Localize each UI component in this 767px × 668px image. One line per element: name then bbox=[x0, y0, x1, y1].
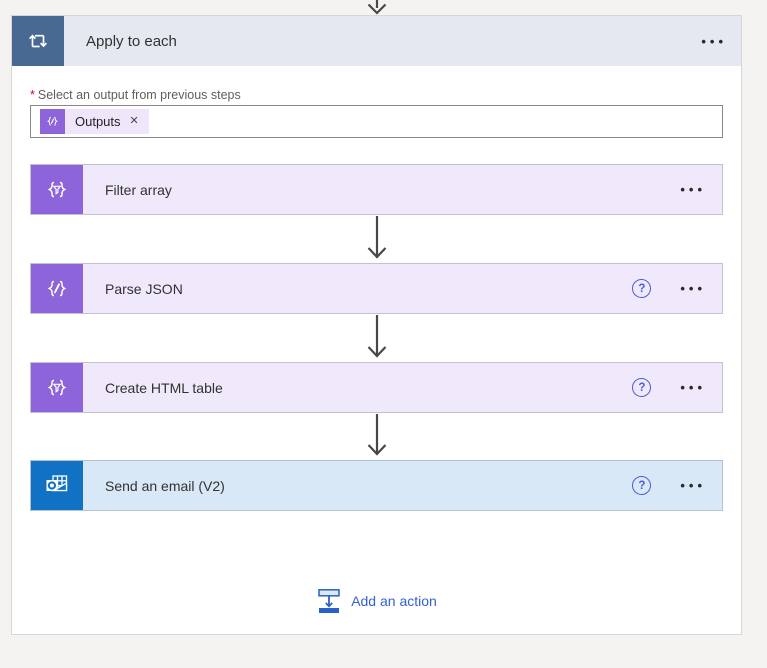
action-title: Parse JSON bbox=[105, 280, 183, 297]
scope-title: Apply to each bbox=[86, 32, 177, 50]
connector-arrow bbox=[367, 216, 386, 259]
connector-gap bbox=[30, 215, 723, 263]
connector-gap bbox=[30, 314, 723, 362]
scope-menu-button[interactable]: ••• bbox=[701, 33, 727, 49]
connector-arrow bbox=[367, 315, 386, 358]
action-send-email-v2[interactable]: Send an email (V2) ? ••• bbox=[30, 460, 723, 511]
apply-to-each-loop-icon bbox=[12, 16, 64, 66]
action-menu-button[interactable]: ••• bbox=[680, 281, 706, 296]
action-title: Create HTML table bbox=[105, 379, 223, 396]
braces-funnel-icon bbox=[31, 165, 83, 214]
connector-gap bbox=[30, 413, 723, 460]
outlook-icon bbox=[31, 461, 83, 510]
action-create-html-table[interactable]: Create HTML table ? ••• bbox=[30, 362, 723, 413]
help-button[interactable]: ? bbox=[632, 476, 652, 495]
connector-arrow bbox=[367, 414, 386, 456]
incoming-connector-arrow bbox=[367, 0, 387, 15]
apply-to-each-scope-card: Apply to each ••• *Select an output from… bbox=[11, 15, 742, 635]
add-action-row: Add an action bbox=[30, 587, 723, 614]
token-pill: Outputs ✕ bbox=[65, 109, 149, 134]
braces-pen-icon bbox=[31, 264, 83, 313]
token-text: Outputs bbox=[75, 114, 121, 129]
action-parse-json[interactable]: Parse JSON ? ••• bbox=[30, 263, 723, 314]
add-action-icon bbox=[318, 589, 340, 613]
action-title: Filter array bbox=[105, 181, 172, 198]
scope-body: *Select an output from previous steps bbox=[12, 88, 741, 614]
field-label: *Select an output from previous steps bbox=[30, 88, 723, 102]
action-menu-button[interactable]: ••• bbox=[680, 380, 706, 395]
action-filter-array[interactable]: Filter array ••• bbox=[30, 164, 723, 215]
braces-funnel-icon bbox=[31, 363, 83, 412]
help-button[interactable]: ? bbox=[632, 279, 652, 298]
field-label-text: Select an output from previous steps bbox=[37, 88, 241, 102]
add-action-button[interactable]: Add an action bbox=[316, 587, 437, 614]
help-button[interactable]: ? bbox=[632, 378, 652, 397]
outputs-token[interactable]: Outputs ✕ bbox=[40, 109, 149, 134]
required-asterisk: * bbox=[30, 88, 35, 102]
action-title: Send an email (V2) bbox=[105, 477, 225, 494]
add-action-label: Add an action bbox=[351, 592, 437, 609]
expression-braces-pen-icon bbox=[40, 109, 65, 134]
action-menu-button[interactable]: ••• bbox=[680, 182, 706, 197]
action-menu-button[interactable]: ••• bbox=[680, 478, 706, 493]
output-select-input[interactable]: Outputs ✕ bbox=[30, 105, 723, 138]
token-remove-icon[interactable]: ✕ bbox=[129, 115, 139, 127]
apply-to-each-header[interactable]: Apply to each ••• bbox=[12, 16, 741, 66]
